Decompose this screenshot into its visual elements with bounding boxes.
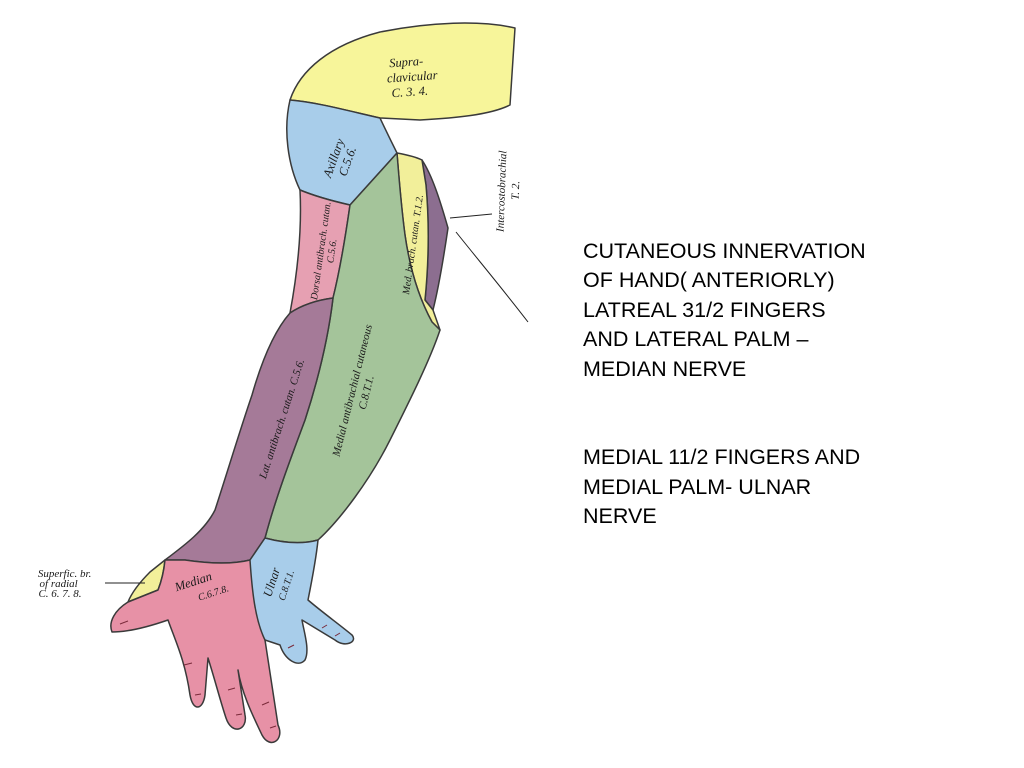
finger-crease bbox=[287, 624, 341, 649]
supraclavicular-label: Supra- clavicular C. 3. 4. bbox=[385, 53, 442, 101]
median-nerve-description: CUTANEOUS INNERVATION OF HAND( ANTERIORL… bbox=[583, 238, 866, 381]
finger-crease bbox=[183, 662, 202, 696]
ulnar-region bbox=[249, 537, 355, 664]
intercostobrachial-label: Intercostobrachial T. 2. bbox=[495, 148, 524, 234]
ulnar-nerve-description: MEDIAL 11/2 FINGERS AND MEDIAL PALM- ULN… bbox=[583, 445, 861, 528]
finger-crease bbox=[119, 620, 129, 625]
finger-crease bbox=[227, 687, 243, 716]
superficial-radial-label: Superfic. br. of radial C. 6. 7. 8. bbox=[38, 568, 94, 600]
description-text: CUTANEOUS INNERVATION OF HAND( ANTERIORL… bbox=[583, 207, 1003, 561]
intercostobrachial-leader bbox=[449, 213, 529, 323]
finger-crease bbox=[261, 701, 277, 729]
